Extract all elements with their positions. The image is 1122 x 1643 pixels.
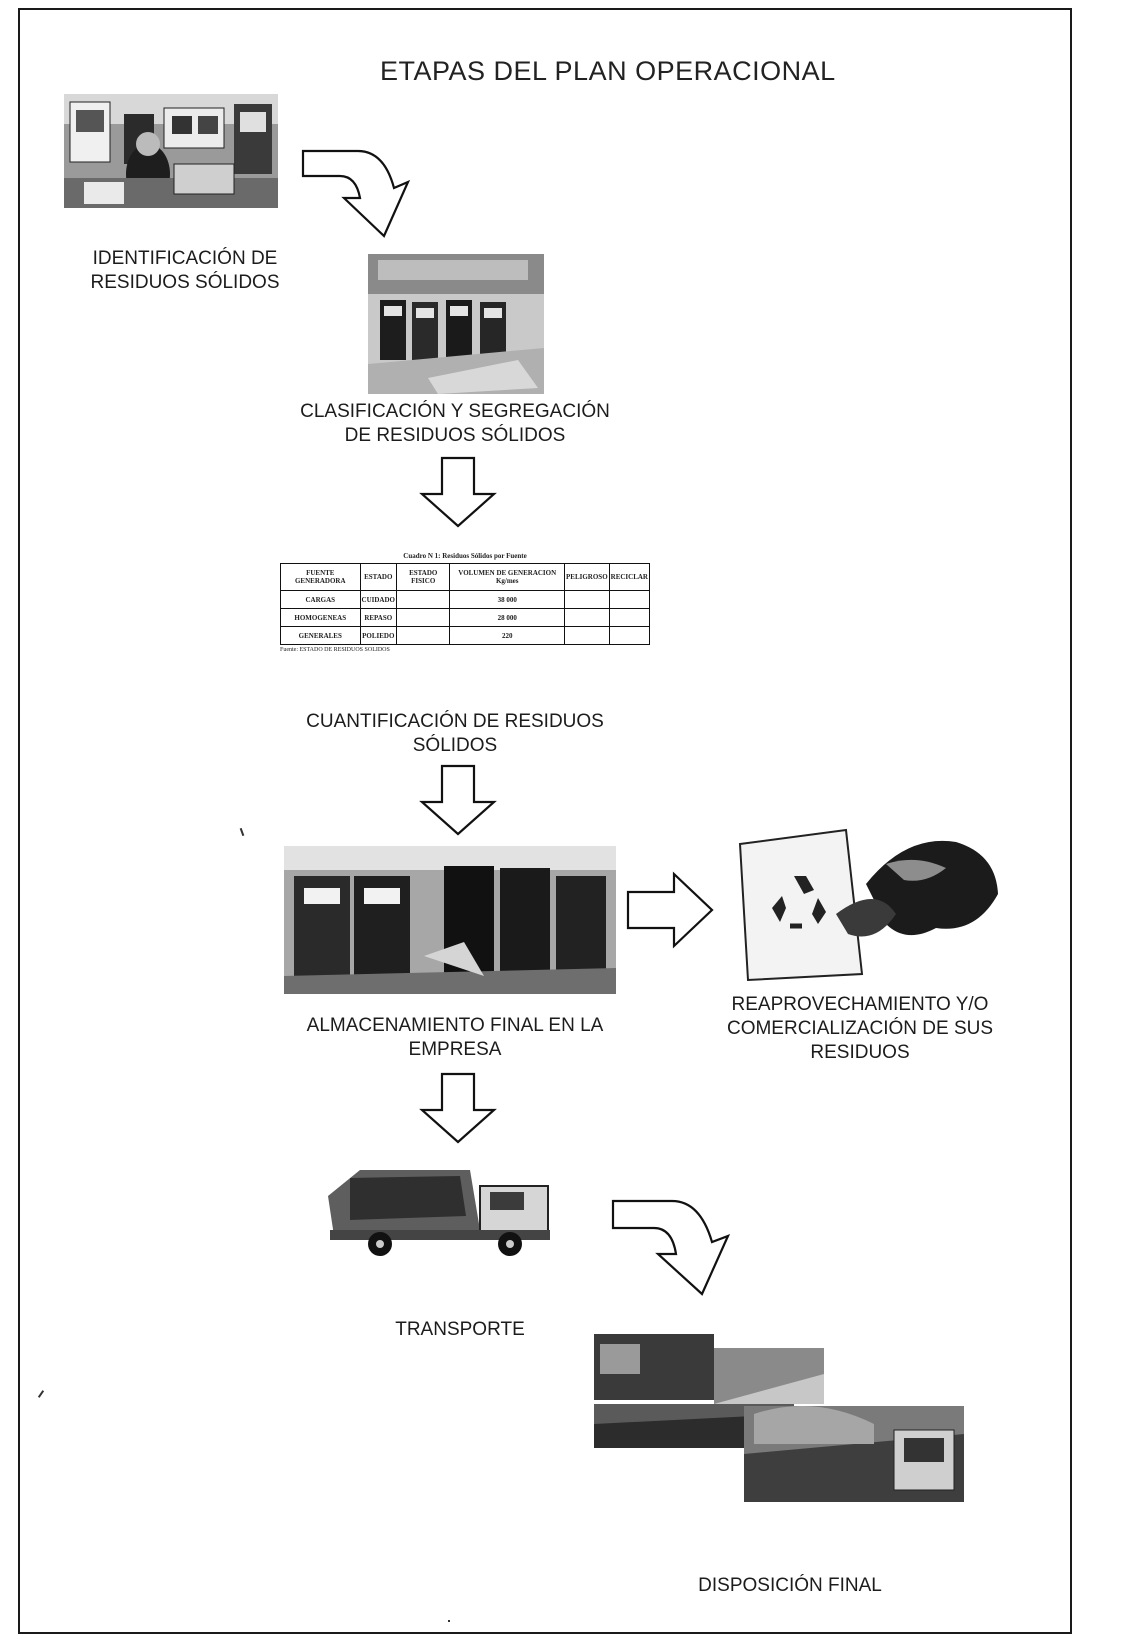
table-header-row: FUENTE GENERADORA ESTADO ESTADO FISICO V…: [280, 563, 651, 591]
table-cell: [608, 590, 651, 609]
table-cell: GENERALES: [280, 626, 361, 645]
table-cell: [395, 608, 451, 627]
table-row: HOMOGENEAS REPASO 28 000: [280, 608, 651, 627]
page-frame: [18, 8, 1072, 1634]
almacenamiento-photo: [284, 846, 616, 994]
label-disposicion: DISPOSICIÓN FINAL: [698, 1575, 882, 1596]
table-header-cell: VOLUMEN DE GENERACION Kg/mes: [449, 563, 566, 591]
identificacion-photo: [64, 94, 278, 208]
table-header-cell: FUENTE GENERADORA: [280, 563, 361, 591]
label-reaprovechamiento: REAPROVECHAMIENTO Y/O COMERCIALIZACIÓN D…: [726, 994, 994, 1063]
reaprovechamiento-photo: [736, 824, 1000, 984]
table-cell: [608, 608, 651, 627]
label-identificacion: IDENTIFICACIÓN DE RESIDUOS SÓLIDOS: [90, 248, 280, 293]
table-header-cell: RECICLAR: [608, 563, 651, 591]
flow-arrow-curved-2: [611, 1199, 731, 1296]
table-cell: 28 000: [449, 608, 566, 627]
table-row: GENERALES POLIEDO 220: [280, 626, 651, 645]
table-caption: Cuadro N 1: Residuos Sólidos por Fuente: [403, 552, 527, 560]
page-title: ETAPAS DEL PLAN OPERACIONAL: [380, 56, 836, 86]
cuantificacion-table: Cuadro N 1: Residuos Sólidos por Fuente …: [280, 552, 651, 653]
disposicion-photo: [594, 1334, 964, 1504]
table-cell: [564, 608, 610, 627]
clasificacion-photo: [368, 248, 548, 394]
table-cell: POLIEDO: [359, 626, 398, 645]
table-cell: 38 000: [449, 590, 566, 609]
label-cuantificacion: CUANTIFICACIÓN DE RESIDUOS SÓLIDOS: [306, 711, 604, 756]
flow-arrow-right: [626, 871, 714, 949]
table-cell: 220: [449, 626, 566, 645]
residuos-table: FUENTE GENERADORA ESTADO ESTADO FISICO V…: [280, 563, 651, 645]
table-cell: CUIDADO: [359, 590, 398, 609]
scan-mark: [448, 1620, 450, 1622]
flow-arrow-down-1: [419, 456, 497, 528]
table-cell: [395, 626, 451, 645]
label-almacenamiento: ALMACENAMIENTO FINAL EN LA EMPRESA: [306, 1015, 604, 1060]
table-header-cell: ESTADO: [359, 563, 398, 591]
label-transporte: TRANSPORTE: [395, 1319, 525, 1340]
table-cell: [395, 590, 451, 609]
table-cell: [564, 626, 610, 645]
label-clasificacion: CLASIFICACIÓN Y SEGREGACIÓN DE RESIDUOS …: [300, 401, 610, 446]
table-cell: [608, 626, 651, 645]
table-row: CARGAS CUIDADO 38 000: [280, 590, 651, 609]
table-cell: REPASO: [359, 608, 398, 627]
table-source: Fuente: ESTADO DE RESIDUOS SOLIDOS: [280, 647, 390, 653]
table-header-cell: ESTADO FISICO: [395, 563, 451, 591]
table-cell: CARGAS: [280, 590, 361, 609]
table-header-cell: PELIGROSO: [564, 563, 610, 591]
table-cell: HOMOGENEAS: [280, 608, 361, 627]
transporte-photo: [320, 1156, 572, 1260]
flow-arrow-down-2: [419, 764, 497, 836]
flow-arrow-down-3: [419, 1072, 497, 1144]
recycle-icon: [772, 876, 826, 929]
flow-arrow-curved-1: [301, 149, 411, 238]
table-cell: [564, 590, 610, 609]
